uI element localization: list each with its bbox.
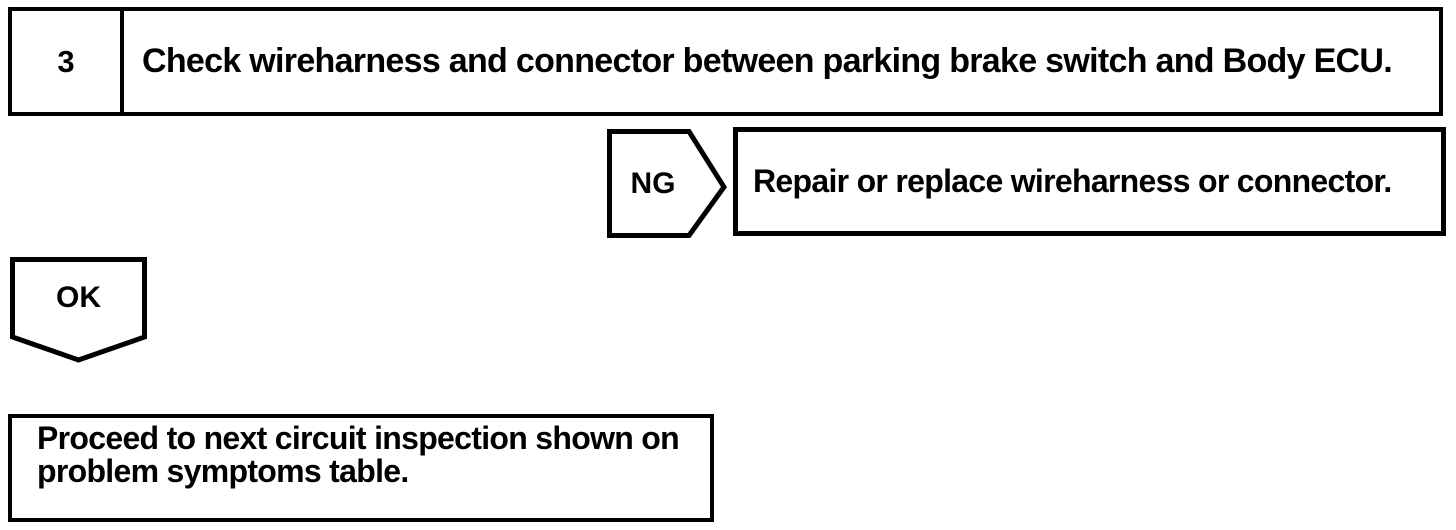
ok-pentagon-outline (10, 257, 147, 363)
ng-pentagon-outline (607, 129, 727, 238)
ng-action-text: Repair or replace wireharness or connect… (753, 163, 1392, 199)
step-instruction: Check wireharness and connector between … (142, 42, 1393, 80)
ok-action-box: Proceed to next circuit inspection shown… (8, 414, 714, 522)
ng-action-box: Repair or replace wireharness or connect… (733, 127, 1446, 236)
ng-label: NG (630, 166, 676, 200)
pentagon-arrow-down-icon (10, 257, 147, 363)
step-number: 3 (57, 43, 75, 79)
ng-connector: NG (607, 129, 727, 238)
ok-connector: OK (10, 257, 147, 363)
ok-label: OK (56, 280, 101, 314)
step-box: 3 Check wireharness and connector betwee… (8, 7, 1443, 116)
step-number-cell: 3 (12, 11, 124, 112)
ok-action-text: Proceed to next circuit inspection shown… (37, 420, 680, 489)
pentagon-arrow-right-icon (607, 129, 727, 238)
